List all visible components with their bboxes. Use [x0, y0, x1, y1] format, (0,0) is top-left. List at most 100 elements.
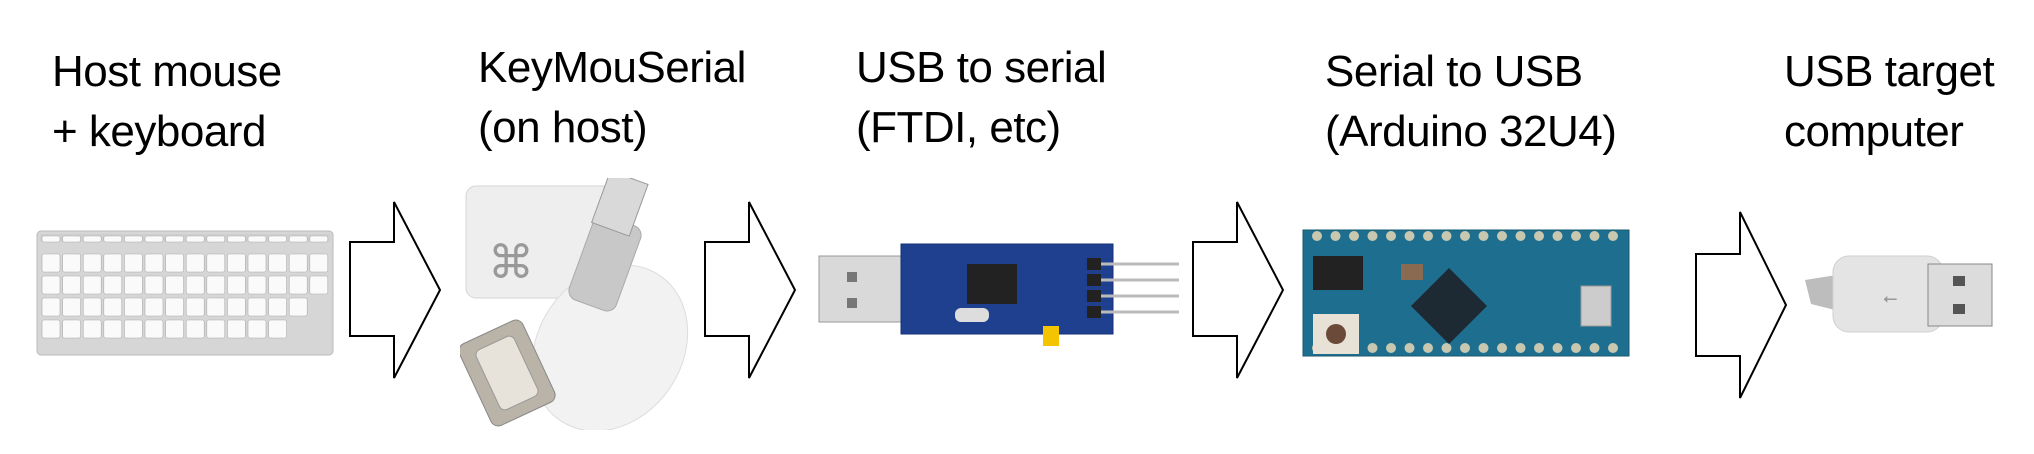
- pin-hole: [1534, 343, 1544, 353]
- key: [268, 253, 287, 273]
- key: [268, 235, 287, 243]
- pin-hole: [1478, 343, 1489, 353]
- key: [124, 235, 143, 243]
- pin-hole: [1571, 231, 1581, 241]
- pin-hole: [1497, 343, 1507, 353]
- pin-hole: [1515, 343, 1526, 353]
- arrow-3: [1192, 201, 1285, 379]
- stage-label-keymouserial: KeyMouSerial (on host): [478, 38, 746, 158]
- key: [247, 297, 267, 317]
- key: [268, 297, 287, 317]
- arrow-4: [1695, 211, 1788, 399]
- key: [206, 297, 226, 317]
- key: [227, 275, 246, 295]
- usb-symbol-icon: ⭠: [1883, 288, 1897, 309]
- key: [185, 235, 205, 243]
- key: [144, 319, 164, 339]
- key: [206, 319, 226, 339]
- pin-hole: [1478, 231, 1489, 241]
- key: [124, 253, 143, 273]
- key: [82, 319, 102, 339]
- pin-hole: [1589, 343, 1600, 353]
- pin-hole: [1497, 231, 1507, 241]
- key: [144, 275, 164, 295]
- key: [165, 235, 184, 243]
- label-line1: KeyMouSerial: [478, 43, 746, 92]
- key: [227, 235, 246, 243]
- pin-hole: [1312, 231, 1322, 241]
- key-mouse-serial-usb-image: ⌘: [460, 178, 689, 430]
- key: [288, 235, 308, 243]
- key: [185, 275, 205, 295]
- key: [62, 319, 81, 339]
- key: [82, 297, 102, 317]
- stage-label-usb-target: USB target computer: [1784, 42, 1995, 162]
- key: [206, 253, 226, 273]
- pin-hole: [1460, 343, 1470, 353]
- key: [165, 253, 184, 273]
- key: [144, 297, 164, 317]
- pin-hole: [1367, 231, 1378, 241]
- label-line2: (on host): [478, 103, 648, 152]
- label-line1: USB to serial: [856, 43, 1107, 92]
- label-line2: (Arduino 32U4): [1325, 107, 1617, 156]
- key: [247, 319, 267, 339]
- key: [103, 253, 123, 273]
- key: [103, 319, 123, 339]
- key: [62, 253, 81, 273]
- usb-serial-adapter-image: [818, 243, 1179, 346]
- key: [185, 253, 205, 273]
- key: [124, 319, 143, 339]
- key: [309, 275, 329, 295]
- key: [41, 235, 61, 243]
- key: [82, 275, 102, 295]
- key: [288, 253, 308, 273]
- key: [124, 275, 143, 295]
- key: [41, 297, 61, 317]
- key: [103, 297, 123, 317]
- arrow-1: [349, 201, 442, 379]
- key: [41, 319, 61, 339]
- key: [41, 275, 61, 295]
- pin-hole: [1460, 231, 1470, 241]
- stage-label-serial-to-usb: Serial to USB (Arduino 32U4): [1325, 42, 1617, 162]
- key: [185, 319, 205, 339]
- key: [288, 275, 308, 295]
- key: [82, 253, 102, 273]
- label-line2: (FTDI, etc): [856, 103, 1061, 152]
- key: [62, 297, 81, 317]
- key: [309, 235, 329, 243]
- key: [206, 235, 226, 243]
- keyboard-image: [36, 230, 334, 356]
- key: [309, 253, 329, 273]
- pin-hole: [1423, 231, 1433, 241]
- key: [82, 235, 102, 243]
- key: [165, 297, 184, 317]
- pin-hole: [1441, 231, 1452, 241]
- pin-hole: [1571, 343, 1581, 353]
- key: [62, 235, 81, 243]
- pin-hole: [1608, 343, 1618, 353]
- key: [247, 275, 267, 295]
- key: [247, 253, 267, 273]
- pin-hole: [1534, 231, 1544, 241]
- key: [103, 275, 123, 295]
- pin-hole: [1386, 343, 1396, 353]
- label-line1: USB target: [1784, 47, 1995, 96]
- key: [62, 275, 81, 295]
- key: [288, 297, 308, 317]
- pin-hole: [1349, 231, 1359, 241]
- key: [124, 297, 143, 317]
- pin-hole: [1552, 343, 1563, 353]
- pin-hole: [1386, 231, 1396, 241]
- key: [268, 275, 287, 295]
- key: [227, 253, 246, 273]
- pin-hole: [1589, 231, 1600, 241]
- key: [165, 319, 184, 339]
- key: [247, 235, 267, 243]
- key: [165, 275, 184, 295]
- pin-hole: [1404, 343, 1415, 353]
- key: [227, 319, 246, 339]
- stage-label-usb-to-serial: USB to serial (FTDI, etc): [856, 38, 1107, 158]
- key: [268, 319, 287, 339]
